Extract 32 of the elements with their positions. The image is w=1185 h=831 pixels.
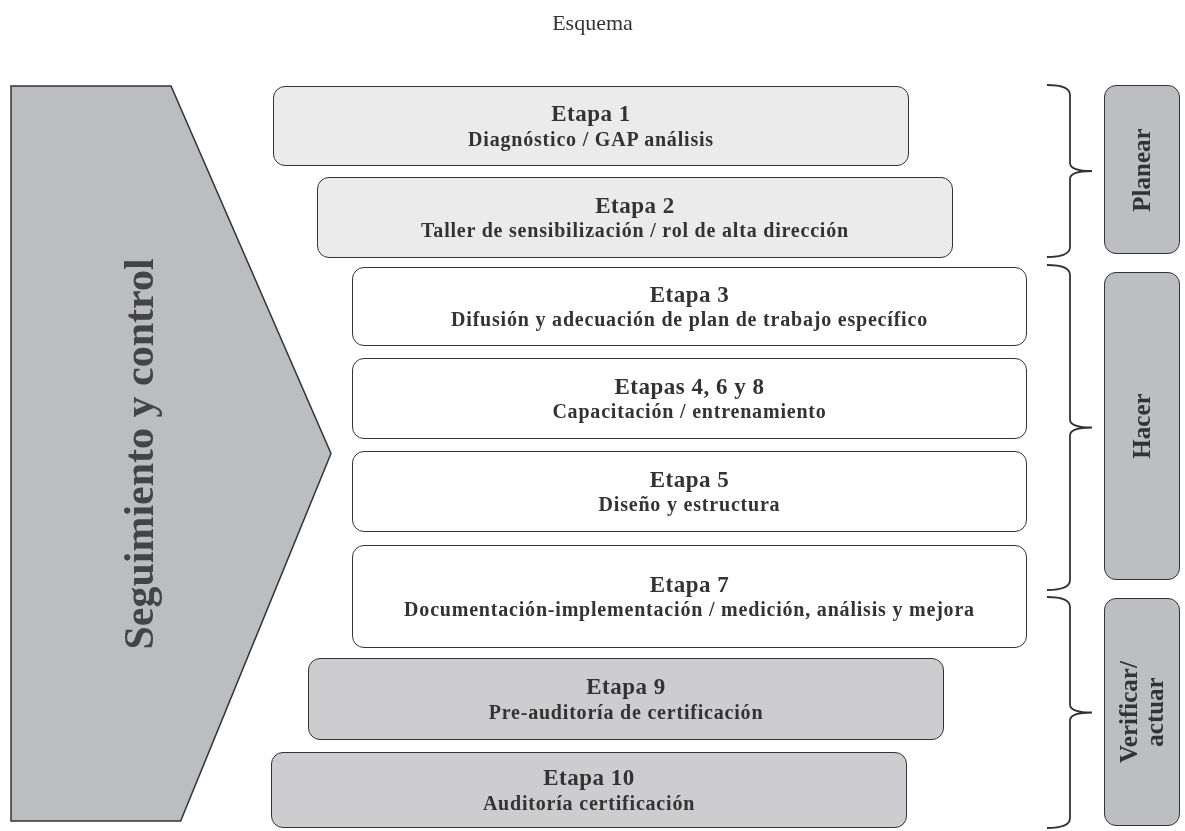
stage-box: [352, 545, 1027, 648]
stage-description: Capacitación / entrenamiento: [552, 400, 827, 424]
stage-box: [273, 86, 909, 166]
stage-title: Etapa 1: [551, 101, 631, 128]
phase-tab: [1104, 598, 1180, 826]
stage-box: [271, 752, 907, 828]
phase-tab: [1104, 272, 1180, 580]
phase-label: Planear: [1128, 126, 1156, 214]
stage-title: Etapa 5: [649, 466, 730, 494]
stage-title: Etapa 2: [595, 192, 675, 220]
stage-title: Etapa 3: [649, 281, 730, 309]
stage-description: Difusión y adecuación de plan de trabajo específico: [451, 308, 928, 332]
stage-title: Etapa 10: [543, 765, 635, 792]
stage-title: Etapa 9: [586, 674, 666, 701]
diagram-title: Esquema: [551, 10, 634, 36]
stage-description: Auditoría certificación: [482, 791, 696, 815]
stage-box: [317, 177, 953, 258]
stage-box: [352, 451, 1027, 532]
stage-description: Pre-auditoría de certificación: [488, 700, 764, 724]
stage-title: Etapa 7: [649, 571, 730, 599]
stage-description: Documentación-implementación / medición, análisis y mejora: [404, 598, 975, 622]
phase-label: Hacer: [1128, 392, 1156, 461]
stage-box: [308, 658, 944, 740]
stage-description: Diagnóstico / GAP análisis: [468, 127, 714, 151]
band-label: Seguimiento y control: [114, 257, 163, 650]
stage-box: [352, 267, 1027, 346]
phase-tab: [1104, 85, 1180, 254]
stage-description: Taller de sensibilización / rol de alta dirección: [421, 219, 849, 243]
stage-description: Diseño y estructura: [598, 493, 781, 517]
stage-title: Etapas 4, 6 y 8: [614, 373, 765, 401]
stage-box: [352, 358, 1027, 439]
phase-label: Verificar/ actuar: [1115, 660, 1169, 765]
